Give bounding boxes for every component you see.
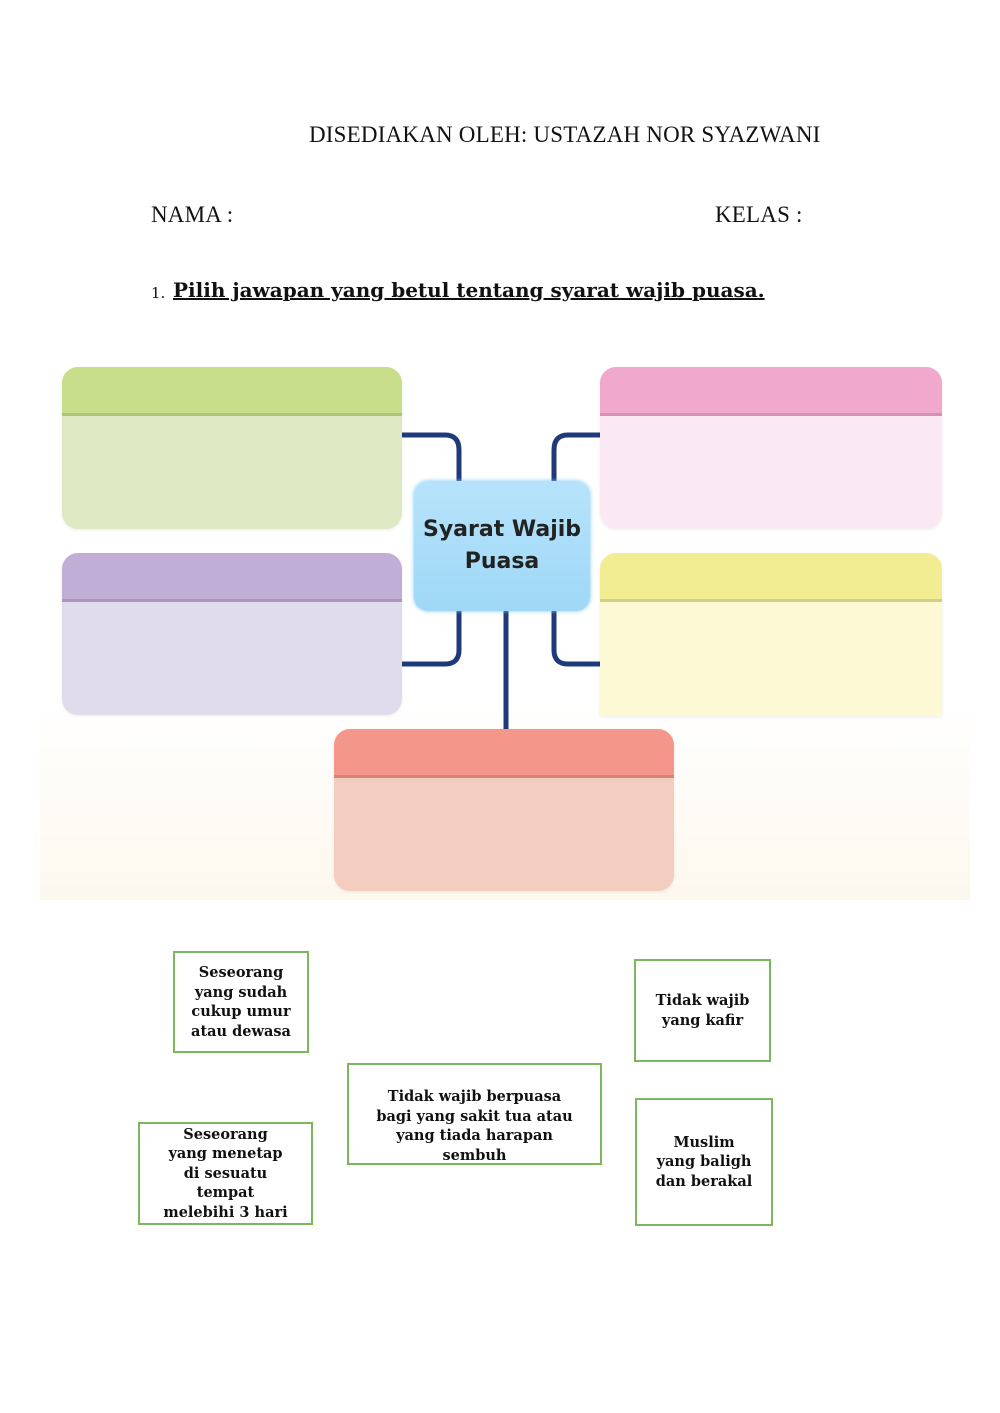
prepared-by: DISEDIAKAN OLEH: USTAZAH NOR SYAZWANI <box>309 122 821 147</box>
answer-card[interactable]: Seseorang yang sudah cukup umur atau dew… <box>173 951 309 1053</box>
answer-card[interactable]: Tidak wajib berpuasa bagi yang sakit tua… <box>347 1063 602 1165</box>
center-title-line1: Syarat Wajib <box>422 517 582 542</box>
question-text: Pilih jawapan yang betul tentang syarat … <box>173 278 765 302</box>
drop-zone-yellow[interactable] <box>600 553 942 716</box>
name-label: NAMA : <box>151 202 234 227</box>
connector-bottom-right <box>551 611 600 667</box>
center-title-line2: Puasa <box>464 549 540 574</box>
connector-top-right <box>551 432 600 482</box>
answer-card[interactable]: Seseorang yang menetap di sesuatu tempat… <box>138 1122 313 1225</box>
drop-zone-salmon[interactable] <box>334 729 674 891</box>
class-label: KELAS : <box>715 202 803 227</box>
answer-card[interactable]: Muslim yang baligh dan berakal <box>635 1098 773 1226</box>
drop-zone-purple[interactable] <box>62 553 402 715</box>
answer-card[interactable]: Tidak wajib yang kafir <box>634 959 771 1062</box>
question-number: 1. <box>151 284 166 302</box>
connector-lines <box>402 432 600 730</box>
drop-zone-pink[interactable] <box>600 367 942 529</box>
connector-top-left <box>402 432 462 482</box>
drop-zone-green[interactable] <box>62 367 402 529</box>
connector-bottom-left <box>402 611 462 667</box>
